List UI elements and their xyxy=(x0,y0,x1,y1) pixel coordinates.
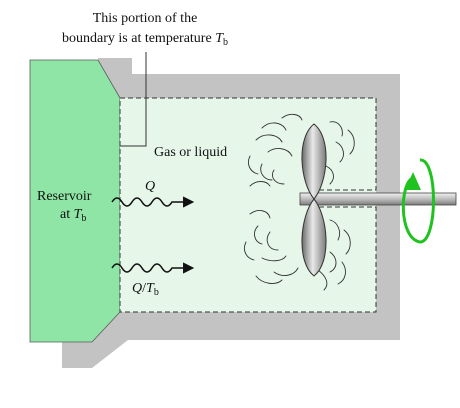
annotation-line2: boundary is at temperature Tb xyxy=(62,31,228,48)
fluid-region-label: Gas or liquid xyxy=(154,145,227,160)
annotation-leader-line xyxy=(120,52,147,147)
control-volume-boundary xyxy=(119,97,377,313)
paddle-wheel-icon xyxy=(301,123,327,277)
entropy-transfer-arrow-icon xyxy=(111,262,195,274)
heat-flow-label: Q xyxy=(145,179,155,194)
reservoir-label-line2: at Tb xyxy=(60,207,86,224)
entropy-flow-label: Q/Tb xyxy=(132,281,159,298)
heat-transfer-arrow-icon xyxy=(111,196,195,208)
annotation-line1: This portion of the xyxy=(93,11,198,26)
rotation-arrow-icon xyxy=(401,158,435,244)
turbulence-swirls xyxy=(243,113,355,291)
shaft-icon xyxy=(299,192,457,206)
reservoir-label-line1: Reservoir xyxy=(37,189,92,204)
